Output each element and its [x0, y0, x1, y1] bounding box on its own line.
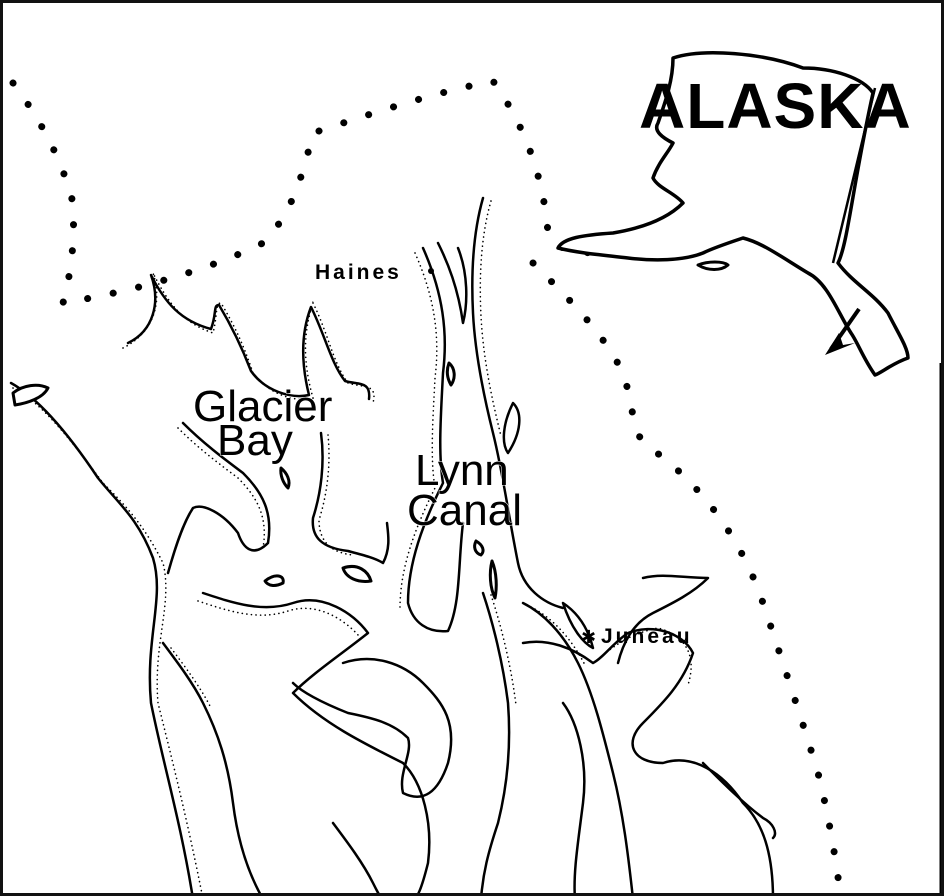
- haines-label: Haines: [315, 261, 402, 284]
- lynn-canal-shoreline: [399, 196, 565, 633]
- southern-islands: [161, 574, 777, 893]
- outer-coast: [9, 381, 203, 893]
- alaska-outline: [556, 51, 910, 377]
- glacier-bay-shoreline: [122, 272, 390, 587]
- haines-marker: [428, 268, 434, 274]
- glacier-bay-label-line2: Bay: [217, 416, 293, 465]
- map-title: ALASKA: [639, 70, 912, 142]
- southeast-alaska-map: ✱ Haines Glacier Bay Lynn Canal Juneau A…: [9, 51, 941, 893]
- lynn-canal-label-line1: Lynn: [415, 446, 509, 495]
- juneau-label: Juneau: [601, 625, 693, 648]
- alaska-inset: [556, 51, 910, 377]
- boundary-line-east: [529, 259, 844, 893]
- arrow-icon: [825, 307, 861, 355]
- lynn-canal-label-line2: Canal: [407, 486, 522, 535]
- locator-line: [831, 87, 877, 264]
- glacier-bay-label-line1: Glacier: [193, 382, 332, 431]
- star-icon: ✱: [581, 627, 596, 648]
- city-markers: ✱: [428, 268, 596, 648]
- boundary-line-north: [9, 77, 617, 308]
